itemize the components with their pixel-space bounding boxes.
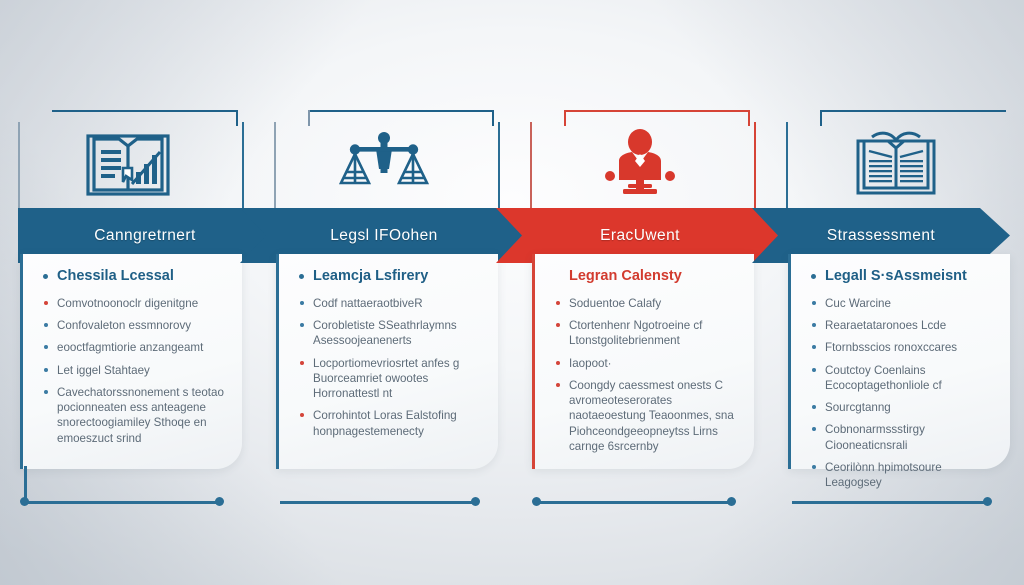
list-item: Comvotnoonoclr digenitgne (41, 296, 228, 311)
stage-4-rail-left (786, 122, 788, 230)
connector-dot-left (532, 497, 541, 506)
stage-column-4: Strassessment Legall S·sAssmeisnt Cuc Wa… (768, 0, 1024, 585)
stage-2-heading: Leamcja Lsfirery (297, 268, 484, 285)
list-item: Rearaetataronoes Lcde (809, 318, 996, 333)
list-item: Corobletiste SSeathrlaymns Asessoojeanen… (297, 318, 484, 349)
bracket-rule (564, 110, 750, 112)
connector-bar (792, 501, 988, 504)
stage-4-top-bracket (820, 110, 1006, 126)
connector-bar (536, 501, 732, 504)
stage-3-heading: Legran Calensty (569, 268, 682, 284)
stage-3-top-bracket (564, 110, 750, 126)
connector-dot-right (215, 497, 224, 506)
stage-3-banner-label: EracUwent (600, 226, 680, 244)
stage-2-rail-left (274, 122, 276, 230)
bracket-rule (308, 110, 494, 112)
stage-1-banner-label: Canngretrnert (94, 226, 196, 244)
list-item: Codf nattaeraotbiveR (297, 296, 484, 311)
stage-column-3: EracUwent Legran Calensty Soduentoe Cala… (512, 0, 768, 585)
stage-4-connector (792, 496, 992, 508)
connector-dot-right (471, 497, 480, 506)
list-item: Cobnonarmssstirgy Ciooneaticnsrali (809, 422, 996, 453)
bracket-stub-left (564, 110, 566, 126)
stage-3-rail-right (754, 122, 756, 230)
stage-3-rail-left (530, 122, 532, 230)
stage-1-banner[interactable]: Canngretrnert (18, 208, 272, 263)
book-chart-icon (0, 122, 256, 208)
stage-4-bullet-list: Cuc Warcine Rearaetataronoes Lcde Ftornb… (809, 296, 996, 491)
bracket-stub-left (820, 110, 822, 126)
list-item: Cuc Warcine (809, 296, 996, 311)
list-item: Ctortenhenr Ngotroeine cf Ltonstgolitebr… (553, 318, 740, 349)
open-book-icon (768, 122, 1024, 208)
bracket-stub-right (748, 110, 750, 126)
connector-dot-right (727, 497, 736, 506)
list-item: Locportiomevriosrtet anfes g Buorceamrie… (297, 356, 484, 402)
stage-3-card: Legran Calensty Soduentoe Calafy Ctorten… (532, 254, 754, 469)
bracket-rule (52, 110, 238, 112)
stage-4-heading: Legall S·sAssmeisnt (809, 268, 996, 285)
bracket-stub-right (236, 110, 238, 126)
person-at-desk-icon (512, 122, 768, 208)
stage-2-bullet-list: Codf nattaeraotbiveR Corobletiste SSeath… (297, 296, 484, 439)
list-item: Iaopoot· (553, 356, 740, 371)
list-item: Soduentoe Calafy (553, 296, 740, 311)
stage-3-connector (532, 496, 736, 508)
stage-2-rail-right (498, 122, 500, 230)
connector-dot-right (983, 497, 992, 506)
stage-1-connector (20, 496, 224, 508)
stage-1-bullet-list: Comvotnoonoclr digenitgne Confovaleton e… (41, 296, 228, 446)
stage-column-1: Canngretrnert Chessila Lcessal Comvotnoo… (0, 0, 256, 585)
list-item: Ftornbsscios ronoxccares (809, 340, 996, 355)
connector-bar (280, 501, 476, 504)
list-item: Sourcgtanng (809, 400, 996, 415)
stage-2-card: Leamcja Lsfirery Codf nattaeraotbiveR Co… (276, 254, 498, 469)
list-item: Coutctoy Coenlains Ecocoptagethonliole c… (809, 363, 996, 394)
stage-2-banner-label: Legsl IFOohen (330, 226, 438, 244)
scales-of-justice-icon (256, 122, 512, 208)
bracket-rule (820, 110, 1006, 112)
stage-4-card: Legall S·sAssmeisnt Cuc Warcine Rearaeta… (788, 254, 1010, 489)
list-item: Coongdy caessmest onests C avromeotesero… (553, 378, 740, 454)
stage-1-rail-left (18, 122, 20, 230)
stage-1-card: Chessila Lcessal Comvotnoonoclr digenitg… (20, 254, 242, 469)
stage-1-timeline-tick (24, 466, 27, 498)
stage-1-heading: Chessila Lcessal (41, 268, 228, 285)
list-item: Confovaleton essmnorovy (41, 318, 228, 333)
stage-3-bullet-list: Soduentoe Calafy Ctortenhenr Ngotroeine … (553, 296, 740, 455)
list-item: eooctfagmtiorie anzangeamt (41, 340, 228, 355)
stage-1-rail-right (242, 122, 244, 230)
bracket-stub-left (308, 110, 310, 126)
stage-2-connector (280, 496, 480, 508)
list-item: Corrohintot Loras Ealstofing honpnageste… (297, 408, 484, 439)
connector-dot-left (20, 497, 29, 506)
stage-1-top-bracket (52, 110, 238, 126)
list-item: Ceorilònn hpimotsoure Leagogsey (809, 460, 996, 491)
list-item: Let iggel Stahtaey (41, 363, 228, 378)
list-item: Cavechatorssnonement s teotao pocionneat… (41, 385, 228, 446)
connector-bar (24, 501, 220, 504)
stage-column-2: Legsl IFOohen Leamcja Lsfirery Codf natt… (256, 0, 512, 585)
bracket-stub-right (492, 110, 494, 126)
stage-2-top-bracket (308, 110, 494, 126)
stage-4-banner-label: Strassessment (826, 226, 936, 244)
